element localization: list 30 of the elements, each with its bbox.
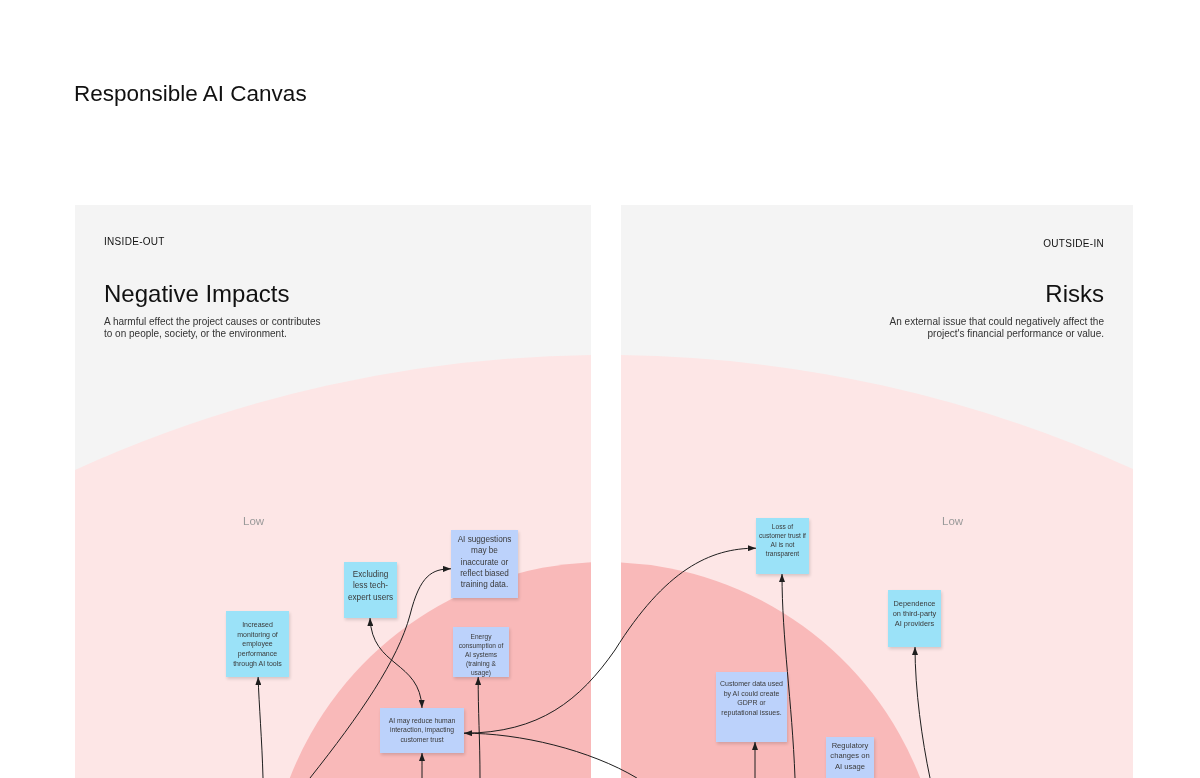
arrow-connector [419, 752, 425, 778]
sticky-note [380, 708, 464, 753]
arrow-connector [752, 741, 758, 778]
level-label: Low [942, 515, 964, 527]
arrow-connector [779, 573, 796, 778]
sticky-note [344, 562, 397, 618]
note-text: AI suggestions may be inaccurate or reflect biased training data. [456, 534, 513, 591]
arrow-connector [255, 676, 264, 778]
arrow-connector [309, 566, 452, 778]
sticky-note [888, 590, 941, 647]
section-tag: INSIDE-OUT [104, 236, 165, 248]
section-tag: OUTSIDE-IN [1043, 238, 1104, 250]
arrow-connector [475, 676, 482, 778]
section-heading: Risks [1045, 280, 1104, 309]
sticky-note [451, 530, 518, 598]
note-text: Excluding less tech-expert users [347, 569, 394, 603]
section-heading: Negative Impacts [104, 280, 290, 309]
canvas-panel [75, 205, 591, 778]
level-label: Low [243, 515, 265, 527]
arrow-connector [912, 646, 931, 778]
sticky-note [226, 611, 289, 677]
canvas-title: Responsible AI Canvas [74, 80, 307, 107]
section-description: A harmful effect the project causes or contributes to on people, society, or the environment. [104, 316, 322, 340]
section-description: An external issue that could negatively affect the project's financial performance or value. [888, 316, 1104, 340]
canvas-panel [621, 205, 1133, 778]
arrow-connector [463, 545, 757, 734]
arrow-connector [368, 617, 424, 709]
arrow-connector [463, 730, 638, 778]
sticky-note [716, 672, 787, 742]
sticky-note [756, 518, 809, 574]
